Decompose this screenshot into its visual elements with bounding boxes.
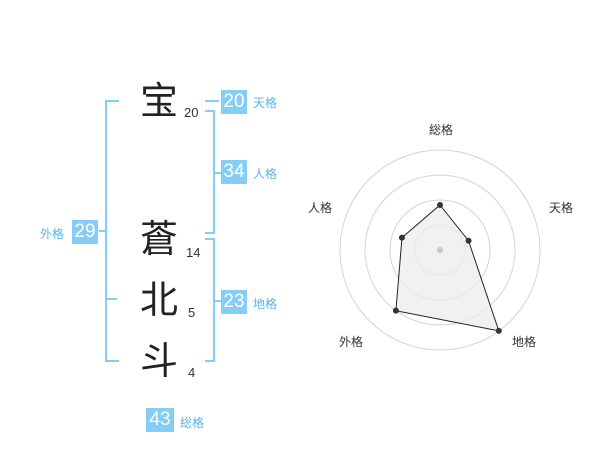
tenkaku-label: 天格 [253, 96, 278, 110]
gaikaku-connector [99, 230, 105, 232]
radar-point-3 [392, 307, 399, 314]
given-char-3-strokes: 4 [188, 365, 196, 380]
radar-axis-label-tenkaku: 天格 [549, 200, 573, 215]
surname-char-1: 宝 [140, 79, 179, 123]
chikaku-label: 地格 [253, 297, 278, 311]
radar-axis-label-jinkaku: 人格 [308, 200, 332, 215]
jinkaku-bracket [205, 110, 215, 234]
radar-ring [364, 174, 516, 326]
given-char-3: 斗 [140, 339, 179, 383]
given-char-2: 北 [140, 278, 179, 322]
given-char-1: 蒼 [140, 217, 179, 261]
tenkaku-badge: 20 [221, 90, 247, 114]
chikaku-bracket [205, 238, 215, 362]
soukaku-badge: 43 [146, 408, 174, 432]
radar-point-4 [398, 234, 405, 241]
tenkaku-bracket [205, 100, 219, 102]
gaikaku-bracket-tick [105, 298, 117, 300]
radar-polygon [395, 204, 500, 332]
given-char-2-strokes: 5 [188, 305, 196, 320]
jinkaku-label: 人格 [253, 167, 278, 181]
jinkaku-badge: 34 [221, 160, 247, 184]
chikaku-badge: 23 [221, 290, 247, 314]
gaikaku-bracket [105, 100, 119, 362]
chikaku-connector [215, 300, 221, 302]
given-char-1-strokes: 14 [186, 245, 201, 260]
radar-center-dot [437, 247, 443, 253]
radar-ring [339, 149, 541, 351]
radar-points [392, 202, 502, 334]
jinkaku-connector [215, 172, 221, 174]
gaikaku-badge: 29 [72, 220, 98, 244]
radar-axis-label-soukaku: 総格 [429, 122, 453, 137]
surname-char-1-strokes: 20 [184, 105, 199, 120]
gaikaku-label: 外格 [40, 227, 65, 241]
radar-axis-label-gaikaku: 外格 [339, 334, 363, 349]
radar-point-0 [437, 202, 443, 208]
radar-point-2 [495, 327, 502, 334]
soukaku-label: 総格 [180, 416, 205, 430]
radar-rings [339, 149, 541, 351]
radar-axis-label-chikaku: 地格 [512, 334, 536, 349]
radar-point-1 [465, 237, 472, 244]
